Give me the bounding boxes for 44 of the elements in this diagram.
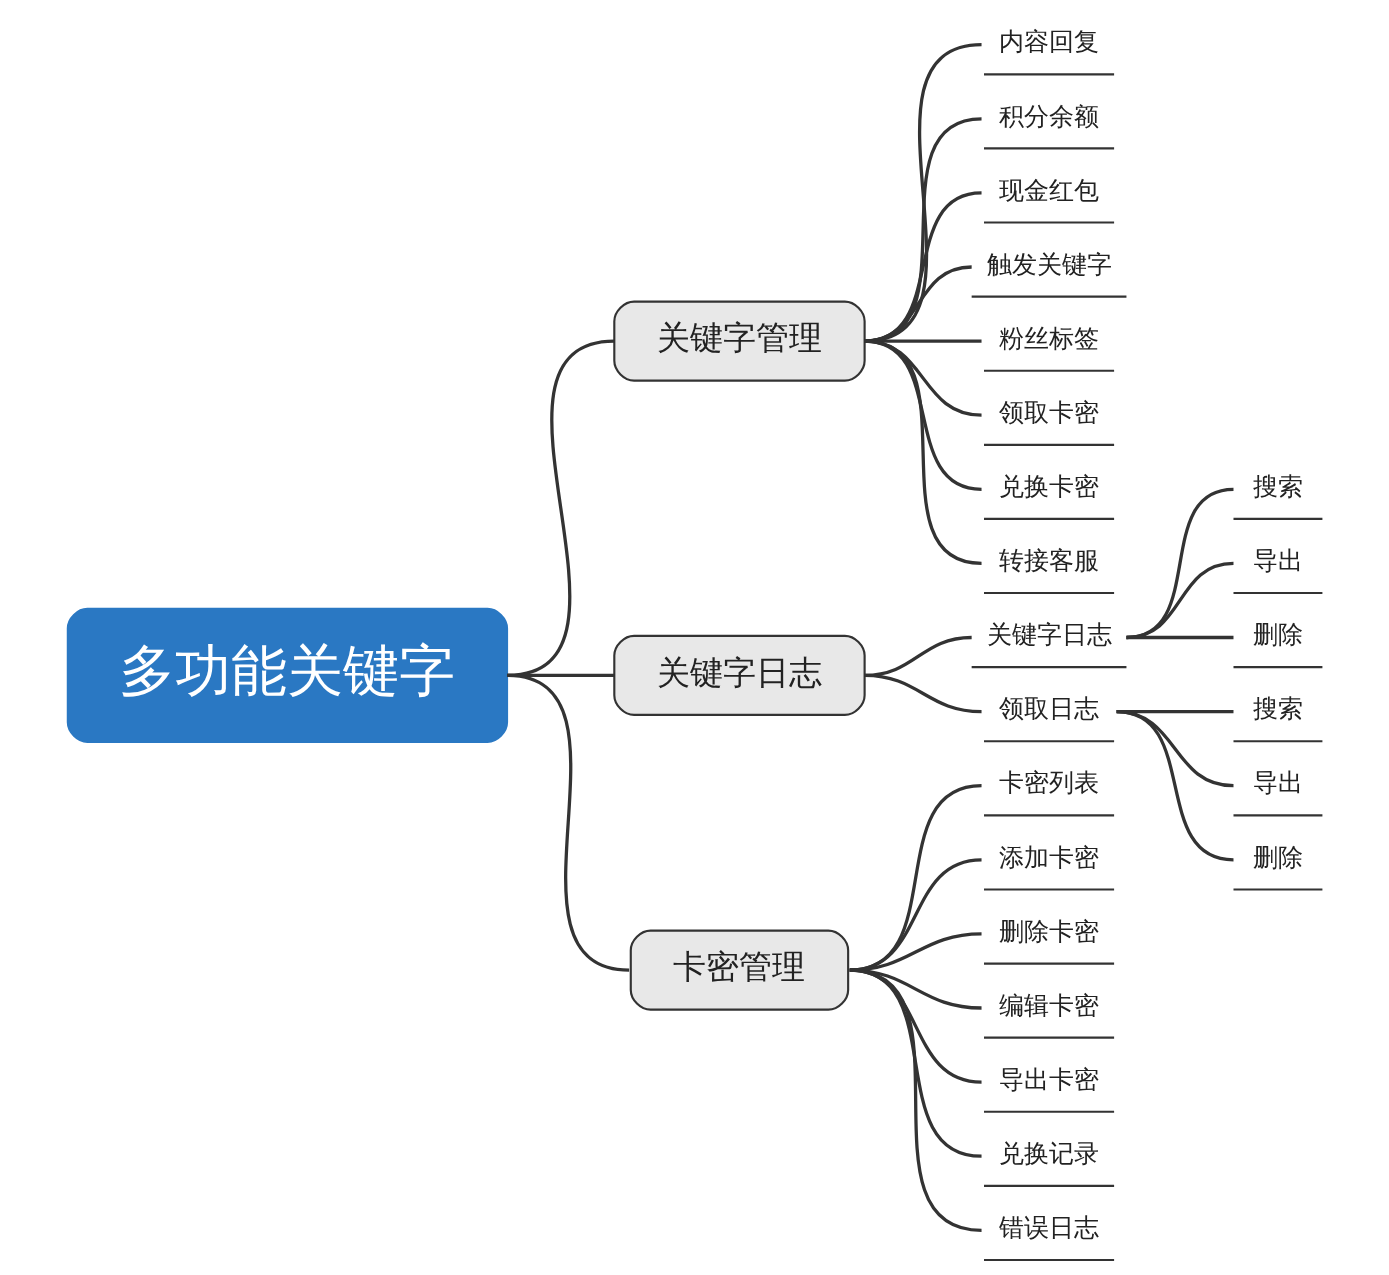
connector bbox=[849, 858, 982, 972]
node-text: 导出 bbox=[1252, 768, 1303, 798]
connector bbox=[864, 339, 982, 343]
node-text: 关键字日志 bbox=[986, 620, 1112, 650]
node-box: 卡密管理 bbox=[629, 929, 849, 1011]
node-text: 卡密列表 bbox=[998, 768, 1099, 798]
node-text: 粉丝标签 bbox=[998, 323, 1099, 353]
node-box: 多功能关键字 bbox=[66, 607, 508, 743]
node-text: 编辑卡密 bbox=[998, 990, 1099, 1020]
connector bbox=[849, 932, 982, 972]
node-text: 搜索 bbox=[1252, 472, 1303, 502]
connector bbox=[849, 968, 982, 1232]
node-text: 兑换记录 bbox=[998, 1138, 1099, 1168]
node-text: 搜索 bbox=[1252, 694, 1303, 724]
node-text: 内容回复 bbox=[998, 27, 1099, 57]
node-text: 转接客服 bbox=[998, 546, 1099, 576]
connector bbox=[864, 673, 982, 714]
connector bbox=[863, 191, 982, 343]
node-text: 导出卡密 bbox=[998, 1064, 1099, 1094]
connector bbox=[863, 339, 982, 491]
node-box: 关键字管理 bbox=[612, 300, 866, 382]
node-text: 触发关键字 bbox=[986, 249, 1112, 279]
connector bbox=[863, 339, 982, 565]
node-text: 添加卡密 bbox=[998, 842, 1099, 872]
connector bbox=[1115, 709, 1234, 862]
connector bbox=[1125, 561, 1234, 640]
node-box: 关键字日志 bbox=[612, 634, 866, 716]
node-text: 兑换卡密 bbox=[998, 472, 1099, 502]
connector bbox=[1125, 487, 1234, 640]
node-text: 领取日志 bbox=[998, 694, 1099, 724]
connector bbox=[863, 339, 982, 417]
node-text: 删除卡密 bbox=[998, 916, 1099, 946]
connector bbox=[506, 673, 629, 972]
node-text: 领取卡密 bbox=[998, 397, 1099, 427]
node-text: 导出 bbox=[1252, 546, 1303, 576]
node-text: 积分余额 bbox=[998, 101, 1099, 131]
node-text: 现金红包 bbox=[998, 175, 1099, 205]
connector bbox=[1125, 635, 1233, 640]
connector bbox=[849, 784, 982, 972]
node-text: 删除 bbox=[1252, 620, 1303, 650]
connector bbox=[863, 43, 982, 343]
node-text: 删除 bbox=[1252, 842, 1303, 872]
node-text: 错误日志 bbox=[998, 1213, 1099, 1243]
connector bbox=[863, 117, 982, 343]
